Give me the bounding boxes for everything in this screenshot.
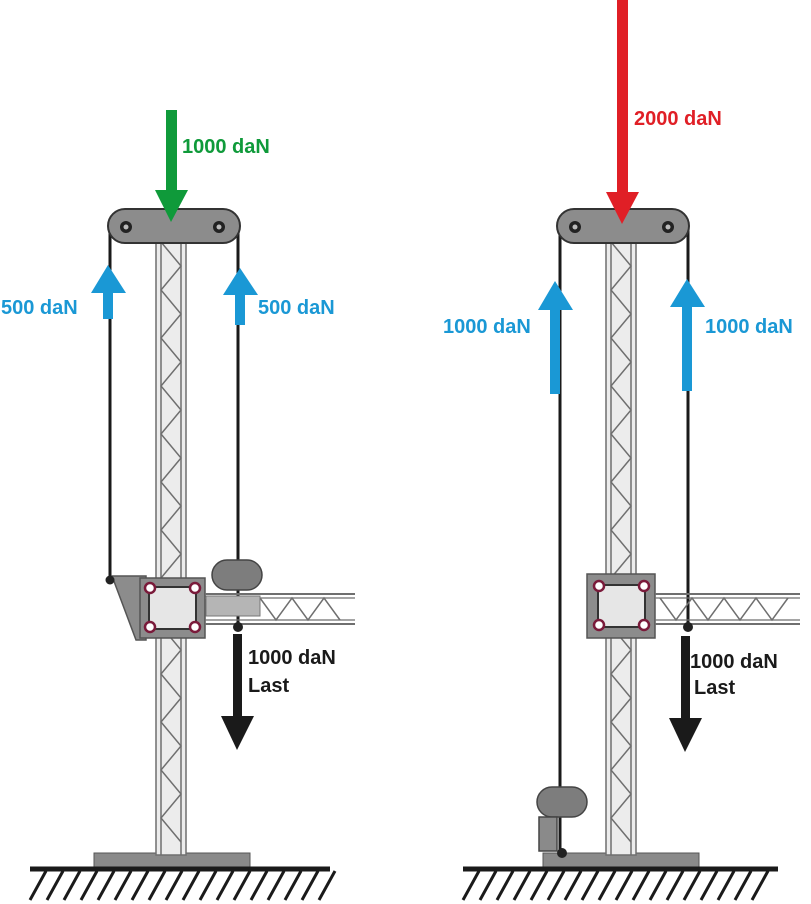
left-load-word-label: Last xyxy=(248,675,289,697)
left-top-load-arrow xyxy=(155,110,188,222)
right-rope-left-label: 1000 daN xyxy=(443,316,531,338)
left-ground-hatch-icon xyxy=(28,866,337,901)
left-chain-hoist-icon xyxy=(211,559,263,632)
left-horizontal-truss xyxy=(205,593,355,625)
right-rope-right-label: 1000 daN xyxy=(705,316,793,338)
right-tower xyxy=(461,208,800,901)
right-ground-hatch-icon xyxy=(461,866,778,901)
left-load-arrow xyxy=(221,634,254,750)
left-sleeve-block xyxy=(105,575,206,641)
left-pulley-head-icon xyxy=(107,208,241,244)
left-top-load-label: 1000 daN xyxy=(182,136,270,158)
right-load-arrow xyxy=(669,636,702,752)
left-rope-right-arrow xyxy=(223,268,258,325)
right-load-word-label: Last xyxy=(694,677,735,699)
right-horizontal-truss xyxy=(655,593,800,632)
right-pulley-head-icon xyxy=(556,208,690,244)
left-rope-right-label: 500 daN xyxy=(258,297,335,319)
left-rope-left-label: 500 daN xyxy=(1,297,78,319)
right-sleeve-block xyxy=(586,573,656,639)
right-truss-column xyxy=(605,237,637,856)
right-top-load-arrow xyxy=(606,0,639,224)
right-top-load-label: 2000 daN xyxy=(634,108,722,130)
right-rope-left-arrow xyxy=(538,281,573,394)
left-load-value-label: 1000 daN xyxy=(248,647,336,669)
right-load-value-label: 1000 daN xyxy=(690,651,778,673)
right-chain-hoist-icon xyxy=(536,786,588,858)
left-truss-column xyxy=(155,237,187,856)
left-rope-left-arrow xyxy=(91,265,126,319)
right-rope-right-arrow xyxy=(670,279,705,391)
